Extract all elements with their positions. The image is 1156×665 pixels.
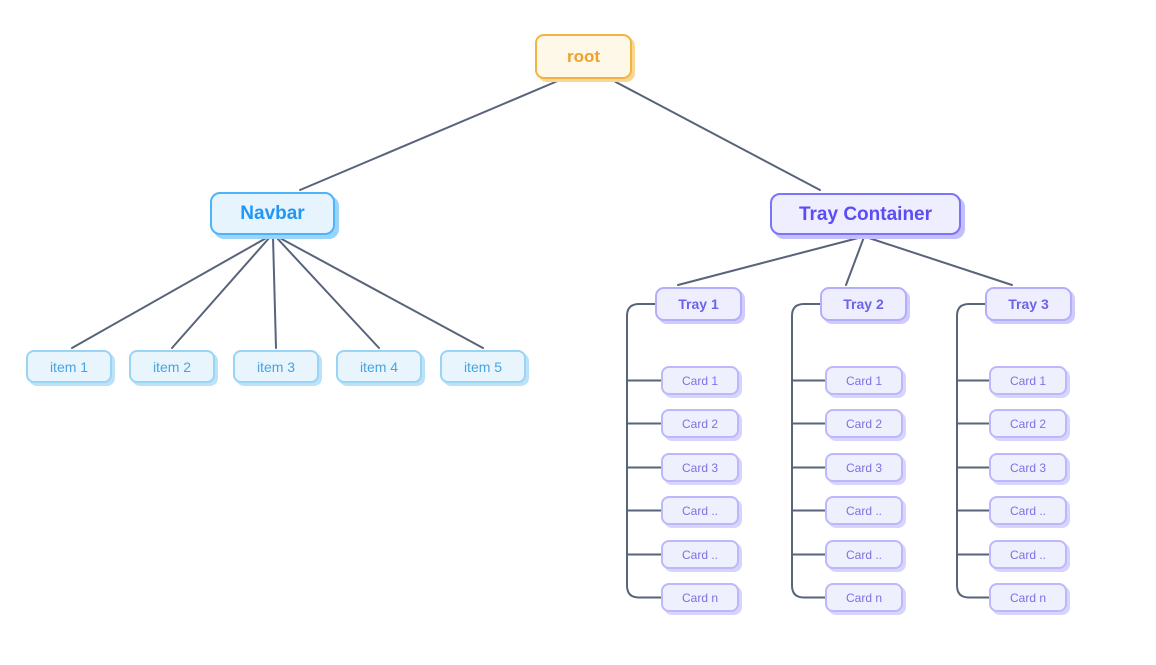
node-tray-2-card-5[interactable]: Card .. xyxy=(825,540,903,569)
node-navbar-item-2[interactable]: item 2 xyxy=(129,350,215,383)
node-navbar-item-5-label: item 5 xyxy=(463,358,503,375)
node-navbar-item-1[interactable]: item 1 xyxy=(26,350,112,383)
node-tray-3-card-4-label: Card .. xyxy=(1009,503,1046,518)
node-navbar-item-3[interactable]: item 3 xyxy=(233,350,319,383)
node-tray-1-card-5[interactable]: Card .. xyxy=(661,540,739,569)
node-tray-3-card-1-label: Card 1 xyxy=(1009,373,1047,388)
node-tray-1-card-3-label: Card 3 xyxy=(681,460,719,475)
node-tray-1-card-3[interactable]: Card 3 xyxy=(661,453,739,482)
node-navbar-item-4-label: item 4 xyxy=(359,358,399,375)
node-tray-2-card-2-label: Card 2 xyxy=(845,416,883,431)
edge-tray-2-trunk xyxy=(791,303,825,599)
node-tray-1-card-6[interactable]: Card n xyxy=(661,583,739,612)
edge-tray-3-trunk xyxy=(956,303,989,599)
node-tray-2-card-6-label: Card n xyxy=(845,590,883,605)
node-tray-2-card-4-label: Card .. xyxy=(845,503,882,518)
edge-tray-container-tray-3 xyxy=(865,236,1013,286)
node-tray-3-card-1[interactable]: Card 1 xyxy=(989,366,1067,395)
node-tray-1-card-1-label: Card 1 xyxy=(681,373,719,388)
node-tray-1[interactable]: Tray 1 xyxy=(655,287,742,321)
node-navbar-item-1-label: item 1 xyxy=(49,358,89,375)
node-tray-3-label: Tray 3 xyxy=(1008,296,1049,312)
node-tray-container[interactable]: Tray Container xyxy=(770,193,961,235)
node-tray-1-card-4[interactable]: Card .. xyxy=(661,496,739,525)
node-root[interactable]: root xyxy=(535,34,632,79)
node-tray-3-card-2-label: Card 2 xyxy=(1009,416,1047,431)
node-navbar-item-5[interactable]: item 5 xyxy=(440,350,526,383)
node-root-label: root xyxy=(566,47,601,66)
node-tray-2-card-3-label: Card 3 xyxy=(845,460,883,475)
edge-navbar-item-2 xyxy=(171,236,271,349)
node-navbar-item-4[interactable]: item 4 xyxy=(336,350,422,383)
edge-navbar-item-3 xyxy=(272,236,277,349)
node-tray-2-card-6[interactable]: Card n xyxy=(825,583,903,612)
node-tray-2-card-2[interactable]: Card 2 xyxy=(825,409,903,438)
node-navbar-item-3-label: item 3 xyxy=(256,358,296,375)
node-tray-3-card-6-label: Card n xyxy=(1009,590,1047,605)
node-tray-3-card-3[interactable]: Card 3 xyxy=(989,453,1067,482)
node-tray-3-card-3-label: Card 3 xyxy=(1009,460,1047,475)
node-tray-1-card-4-label: Card .. xyxy=(681,503,718,518)
node-tray-2-card-3[interactable]: Card 3 xyxy=(825,453,903,482)
node-tray-2-card-4[interactable]: Card .. xyxy=(825,496,903,525)
node-tray-3-card-2[interactable]: Card 2 xyxy=(989,409,1067,438)
edge-root-tray-container xyxy=(611,79,821,191)
node-tray-3[interactable]: Tray 3 xyxy=(985,287,1072,321)
node-tray-2[interactable]: Tray 2 xyxy=(820,287,907,321)
node-tray-1-label: Tray 1 xyxy=(678,296,719,312)
edge-navbar-item-4 xyxy=(275,236,380,349)
node-tray-3-card-4[interactable]: Card .. xyxy=(989,496,1067,525)
node-tray-1-card-2-label: Card 2 xyxy=(681,416,719,431)
node-tray-2-card-5-label: Card .. xyxy=(845,547,882,562)
node-navbar[interactable]: Navbar xyxy=(210,192,335,235)
node-navbar-label: Navbar xyxy=(240,203,305,224)
edge-tray-container-tray-1 xyxy=(677,236,863,286)
node-tray-1-card-2[interactable]: Card 2 xyxy=(661,409,739,438)
node-tray-container-label: Tray Container xyxy=(798,203,933,225)
node-navbar-item-2-label: item 2 xyxy=(152,358,192,375)
node-tray-2-card-1-label: Card 1 xyxy=(845,373,883,388)
node-tray-3-card-5-label: Card .. xyxy=(1009,547,1046,562)
node-tray-2-card-1[interactable]: Card 1 xyxy=(825,366,903,395)
node-tray-3-card-6[interactable]: Card n xyxy=(989,583,1067,612)
node-tray-1-card-1[interactable]: Card 1 xyxy=(661,366,739,395)
edge-navbar-item-5 xyxy=(277,236,484,349)
node-tray-1-card-5-label: Card .. xyxy=(681,547,718,562)
edge-tray-container-tray-2 xyxy=(845,236,865,286)
edge-navbar-item-1 xyxy=(71,236,269,349)
edge-root-navbar xyxy=(299,79,561,191)
edge-tray-1-trunk xyxy=(626,303,661,599)
node-tray-3-card-5[interactable]: Card .. xyxy=(989,540,1067,569)
node-tray-2-label: Tray 2 xyxy=(843,296,884,312)
node-tray-1-card-6-label: Card n xyxy=(681,590,719,605)
